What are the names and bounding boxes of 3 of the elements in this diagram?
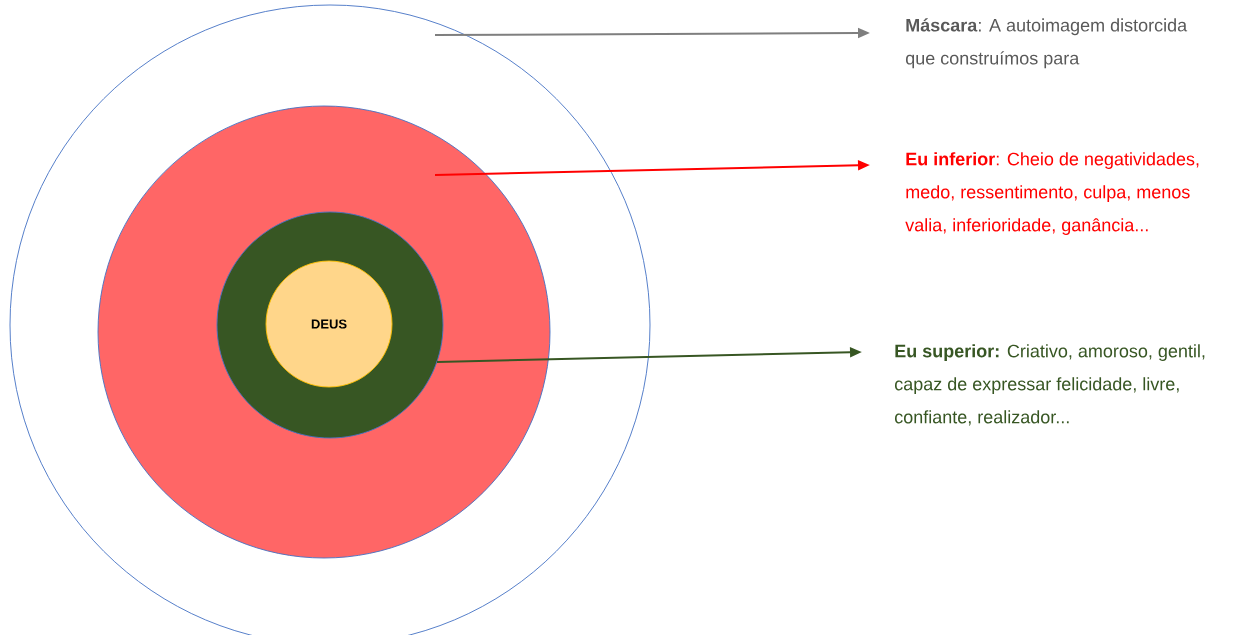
description-text: Máscara: A autoimagem distorcida que construímos para bbox=[905, 18, 1188, 69]
description-text: Eu superior: Criativo, amoroso, gentil, capaz de expressar felicidade, livre, confiante, realizador... bbox=[895, 344, 1205, 426]
description-text: Eu inferior: Cheio de negatividades, medo, ressentimento, culpa, menos valia, inferioridade, ganância... bbox=[905, 152, 1199, 235]
